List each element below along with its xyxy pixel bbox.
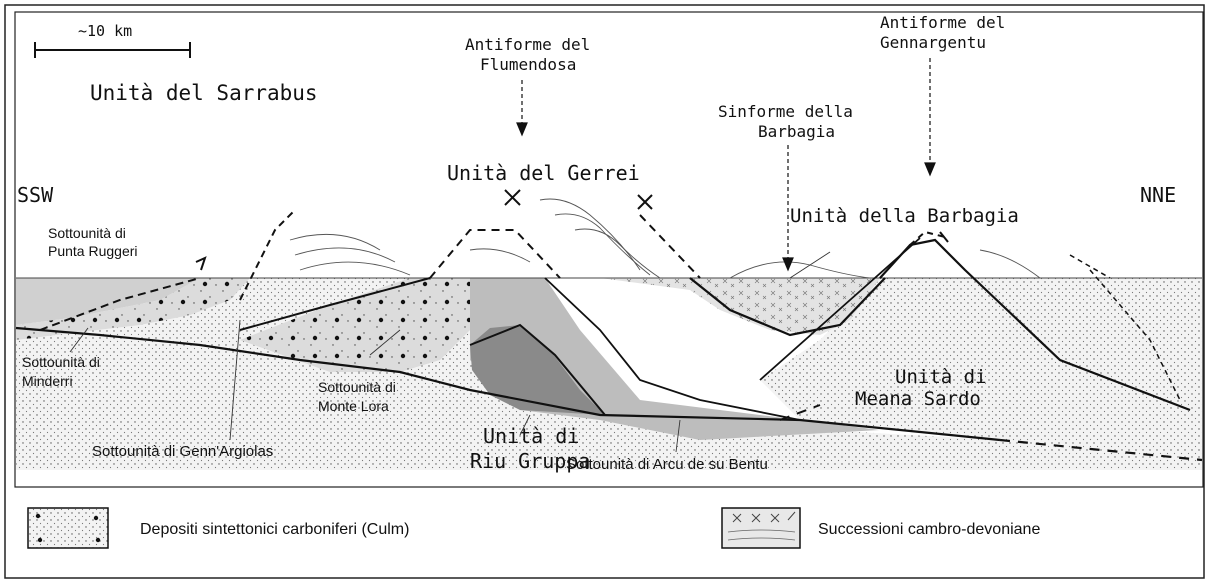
gennargentu-title-1: Antiforme del <box>880 13 1005 32</box>
x-marker-left <box>504 189 521 206</box>
punta-ruggeri-thrust <box>39 277 201 331</box>
barbagia-syncline-fill <box>600 278 880 335</box>
meana-sardo-unit <box>760 278 1202 465</box>
meana-thrust-dashed <box>779 404 821 421</box>
direction-ssw: SSW <box>17 183 54 207</box>
legend-label-cambro: Successioni cambro-devoniane <box>818 521 1040 538</box>
barbagia-syncline-title-1: Sinforme della <box>718 102 853 121</box>
gerrei-right-limb <box>639 214 701 279</box>
legend-item-culm: Depositi sintettonici carboniferi (Culm) <box>27 507 409 549</box>
x-marker-right <box>637 194 653 210</box>
basal-thrust <box>15 326 1001 442</box>
arcu-label: Sottounità di Arcu de su Bentu <box>566 456 768 473</box>
monte-lora-unit <box>240 278 470 372</box>
gerrei-title: Unità del Gerrei <box>447 161 640 185</box>
leader-lines <box>69 251 831 453</box>
gennargentu-dashed <box>909 230 946 246</box>
sarrabus-up-thrust <box>239 209 296 301</box>
arcu-contact <box>544 277 801 421</box>
sarrabus-title: Unità del Sarrabus <box>90 81 318 105</box>
basal-thrust-dashed <box>999 438 1203 462</box>
meana-title-2: Meana Sardo <box>855 388 981 410</box>
barbagia-syncline-limb <box>689 277 886 337</box>
section-frame <box>14 11 1204 488</box>
minderri-label-2: Minderri <box>22 373 73 389</box>
direction-nne: NNE <box>1140 183 1176 207</box>
flumendosa-title-2: Flumendosa <box>480 55 576 74</box>
gennargentu-title-2: Gennargentu <box>880 33 986 52</box>
scale-bar: ~10 km <box>34 22 191 58</box>
thrust-tick-2 <box>939 231 949 243</box>
minderri-label-1: Sottounità di <box>22 354 100 370</box>
monte-lora-label-2: Monte Lora <box>318 398 389 414</box>
scale-bar-label: ~10 km <box>78 22 132 40</box>
riu-gruppa-title-1: Unità di <box>483 424 579 448</box>
riu-gruppa-title-2: Riu Gruppa <box>470 449 590 473</box>
gerrei-thrust-above <box>429 229 561 279</box>
legend-swatch-cambro <box>721 507 801 549</box>
legend: Depositi sintettonici carboniferi (Culm)… <box>27 507 1040 549</box>
thrust-tick-1 <box>195 256 207 271</box>
legend-item-cambro: Successioni cambro-devoniane <box>721 507 1040 549</box>
barbagia-unit-title: Unità della Barbagia <box>790 205 1019 227</box>
minderri-unit <box>16 278 250 340</box>
meana-title-1: Unità di <box>895 366 987 388</box>
antiform-arrows <box>516 58 936 272</box>
punta-ruggeri-label-1: Sottounità di <box>48 225 126 241</box>
gennargentu-antiform <box>879 238 1191 412</box>
flumendosa-title-1: Antiforme del <box>465 35 590 54</box>
right-fold-lines <box>1069 254 1181 401</box>
barbagia-syncline-title-2: Barbagia <box>758 122 835 141</box>
cross-section-body <box>15 189 1203 470</box>
monte-lora-label-1: Sottounità di <box>318 379 396 395</box>
legend-label-culm: Depositi sintettonici carboniferi (Culm) <box>140 521 409 538</box>
fold-traces <box>289 198 1041 279</box>
punta-ruggeri-label-2: Punta Ruggeri <box>48 243 138 259</box>
riu-gruppa-unit <box>470 325 605 415</box>
genn-argiolas-label: Sottounità di Genn'Argiolas <box>92 443 273 460</box>
riu-gruppa-contact <box>469 323 606 416</box>
gerrei-thrust <box>239 277 431 331</box>
